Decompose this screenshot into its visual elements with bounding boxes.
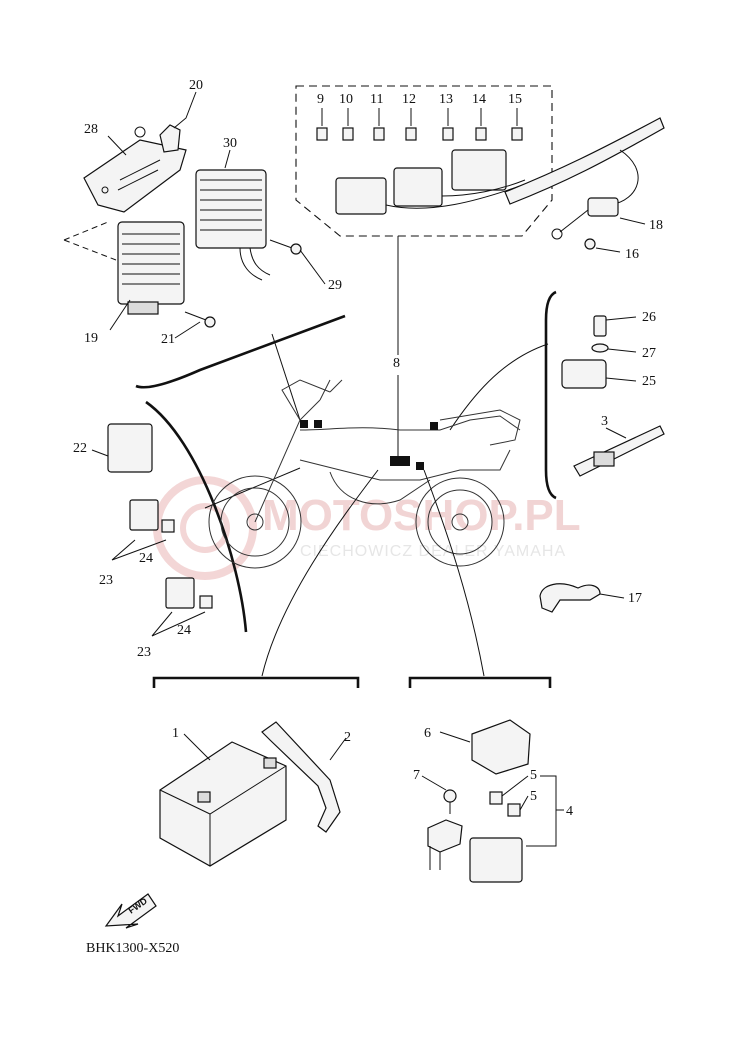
callout-22: 22	[73, 441, 87, 456]
callout-6: 6	[424, 726, 431, 741]
callout-18: 18	[649, 218, 663, 233]
callout-19: 19	[84, 331, 98, 346]
strap-buckle	[593, 451, 615, 467]
mark	[314, 420, 322, 428]
switch-group	[449, 290, 665, 613]
group-bracket-line	[135, 314, 346, 389]
callout-5b: 5	[530, 789, 537, 804]
relay-group	[91, 400, 301, 637]
switch-part-25	[561, 359, 607, 389]
clamp-part-17	[539, 583, 601, 613]
callout-11: 11	[370, 92, 383, 107]
fuse-part-24-a	[161, 519, 175, 533]
fuse-part-12	[405, 127, 417, 141]
fuse-part-5-a	[489, 791, 503, 805]
callouts: 1 2 3 4 5 5 6 7 8 9 10 11 12 13 14 15 16…	[73, 78, 663, 819]
washer-part-27	[591, 343, 609, 353]
callout-26: 26	[642, 310, 656, 325]
connector-shape	[127, 301, 159, 315]
fuse-part-15	[511, 127, 523, 141]
battery-group	[152, 676, 360, 867]
bolt-part-29	[290, 243, 302, 255]
bracket-part-28	[83, 139, 187, 213]
mark	[300, 420, 308, 428]
fuse-part-11	[373, 127, 385, 141]
fuse-part-14	[475, 127, 487, 141]
fuse-holder	[451, 149, 507, 191]
screw-part-16	[584, 238, 596, 250]
callout-12: 12	[402, 92, 416, 107]
callout-27: 27	[642, 346, 656, 361]
terminal	[263, 757, 277, 769]
callout-23b: 23	[137, 645, 151, 660]
callout-3: 3	[601, 414, 608, 429]
callout-15: 15	[508, 92, 522, 107]
callout-13: 13	[439, 92, 453, 107]
starter-relay-group	[408, 676, 564, 883]
clip-part-20	[159, 124, 181, 153]
callout-30: 30	[223, 136, 237, 151]
watermark-subtext: CIECHOWICZ DEALER YAMAHA	[300, 543, 566, 560]
group-bracket-line	[408, 676, 552, 688]
strap-part-3	[573, 425, 665, 477]
fuse-part-5-b	[507, 803, 521, 817]
group-bracket-line	[544, 290, 557, 500]
fuse-box-outline	[295, 85, 553, 237]
group-bracket-line	[152, 676, 360, 688]
callout-28: 28	[84, 122, 98, 137]
mark	[430, 422, 438, 430]
fuse-part-10	[342, 127, 354, 141]
callout-20: 20	[189, 78, 203, 93]
bolt-part-21	[204, 316, 216, 328]
fuse-row	[316, 127, 523, 141]
callout-10: 10	[339, 92, 353, 107]
harness-clip	[427, 819, 463, 853]
watermark-text: MOTOSHOP.PL	[262, 491, 581, 540]
callout-17: 17	[628, 591, 642, 606]
callout-24b: 24	[177, 623, 191, 638]
callout-29: 29	[328, 278, 342, 293]
mark	[416, 462, 424, 470]
motorcycle-outline	[208, 379, 521, 677]
bolt-part-7	[443, 789, 457, 803]
watermark: MOTOSHOP.PL CIECHOWICZ DEALER YAMAHA	[153, 476, 581, 580]
wire-harness	[504, 117, 665, 205]
relay-part-22	[107, 423, 153, 473]
relay-part-23-a	[129, 499, 159, 531]
cover-part-6	[471, 719, 531, 775]
fuse-part-24-b	[199, 595, 213, 609]
callout-2: 2	[344, 730, 351, 745]
relay-part-23-b	[165, 577, 195, 609]
callout-9: 9	[317, 92, 324, 107]
battery-part-1	[159, 741, 287, 867]
fwd-arrow-icon: FWD	[104, 893, 157, 929]
fuse-holder	[335, 177, 387, 215]
relay-part-4	[469, 837, 523, 883]
callout-24a: 24	[139, 551, 153, 566]
callout-21: 21	[161, 332, 175, 347]
band-part-2	[261, 721, 341, 833]
diagram-code: BHK1300-X520	[86, 941, 179, 956]
terminal	[197, 791, 211, 803]
callout-5a: 5	[530, 768, 537, 783]
callout-7: 7	[413, 768, 420, 783]
fuse-holder	[393, 167, 443, 207]
callout-25: 25	[642, 374, 656, 389]
fuse-part-9	[316, 127, 328, 141]
callout-16: 16	[625, 247, 639, 262]
fuse-part-18	[587, 197, 619, 217]
mark	[390, 456, 410, 466]
callout-14: 14	[472, 92, 486, 107]
fuse-box-group	[295, 85, 665, 456]
fuse-part-13	[442, 127, 454, 141]
bolt-part-26	[593, 315, 607, 337]
rectifier-part-30	[195, 169, 267, 249]
callout-4: 4	[566, 804, 573, 819]
rectifier-group	[63, 91, 346, 421]
callout-23a: 23	[99, 573, 113, 588]
callout-8: 8	[393, 356, 400, 371]
callout-1: 1	[172, 726, 179, 741]
